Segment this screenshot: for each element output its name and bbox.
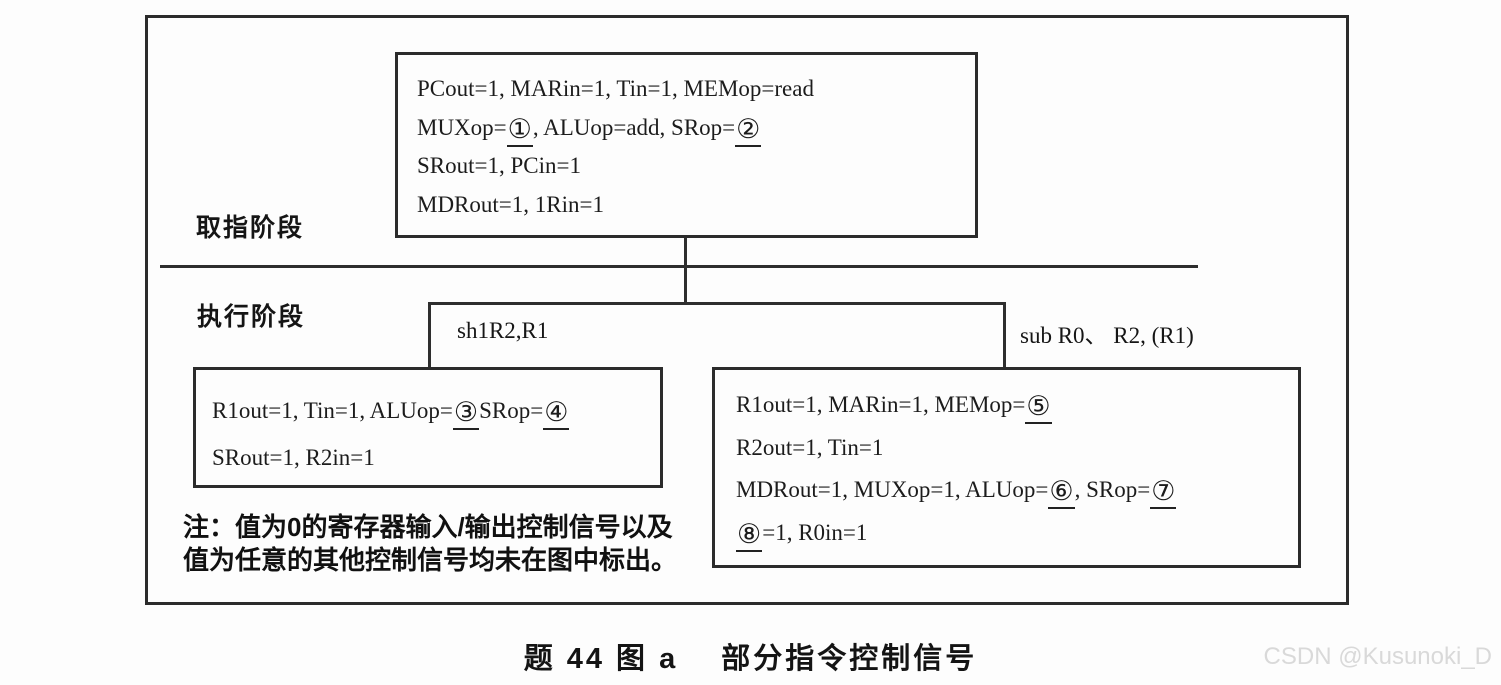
connector-drop-right — [1003, 304, 1006, 368]
signal-line: MUXop=①, ALUop=add, SRop=② — [417, 109, 969, 148]
note-line: 值为任意的其他控制信号均未在图中标出。 — [183, 545, 678, 575]
connector-branch-horizontal — [428, 302, 1006, 305]
note-text: 注：值为0的寄存器输入/输出控制信号以及 值为任意的其他控制信号均未在图中标出。 — [183, 511, 677, 577]
signal-line: PCout=1, MARin=1, Tin=1, MEMop=read — [417, 76, 814, 101]
execute-stage-label: 执行阶段 — [197, 303, 306, 331]
fetch-signals-box: PCout=1, MARin=1, Tin=1, MEMop=read MUXo… — [395, 52, 978, 238]
signal-line: SRout=1, R2in=1 — [212, 445, 375, 470]
signal-line: R1out=1, MARin=1, MEMop=⑤ — [736, 384, 1292, 427]
circled-number: ③ — [452, 399, 480, 430]
connector-fetch-to-branch — [684, 237, 687, 304]
signal-line: R1out=1, Tin=1, ALUop=③SRop=④ — [212, 387, 654, 434]
outer-frame — [145, 15, 1349, 605]
figure-caption: 题 44 图 a 部分指令控制信号 — [523, 643, 978, 675]
left-exec-signals-box: R1out=1, Tin=1, ALUop=③SRop=④ SRout=1, R… — [193, 367, 663, 488]
stage-divider-line — [160, 265, 1198, 268]
connector-drop-left — [428, 304, 431, 368]
watermark-text: CSDN @Kusunoki_D — [1263, 643, 1492, 670]
signal-line: ⑧=1, R0in=1 — [736, 512, 1292, 555]
instruction-label-right: sub R0、 R2, (R1) — [1020, 323, 1194, 348]
circled-number: ② — [735, 115, 762, 147]
instruction-label-left: sh1R2,R1 — [457, 318, 549, 343]
circled-number: ① — [506, 115, 533, 147]
signal-line: R2out=1, Tin=1 — [736, 434, 884, 460]
right-exec-signals-box: R1out=1, MARin=1, MEMop=⑤ R2out=1, Tin=1… — [712, 367, 1301, 568]
circled-number: ⑦ — [1150, 478, 1177, 509]
circled-number: ⑥ — [1048, 478, 1075, 509]
signal-line: MDRout=1, MUXop=1, ALUop=⑥, SRop=⑦ — [736, 469, 1292, 512]
signal-line: MDRout=1, 1Rin=1 — [417, 191, 604, 217]
circled-number: ④ — [543, 399, 570, 430]
signal-line: SRout=1, PCin=1 — [417, 153, 581, 178]
note-line: 注：值为0的寄存器输入/输出控制信号以及 — [183, 512, 673, 542]
circled-number: ⑧ — [736, 520, 763, 552]
fetch-stage-label: 取指阶段 — [196, 214, 305, 242]
circled-number: ⑤ — [1025, 393, 1052, 424]
